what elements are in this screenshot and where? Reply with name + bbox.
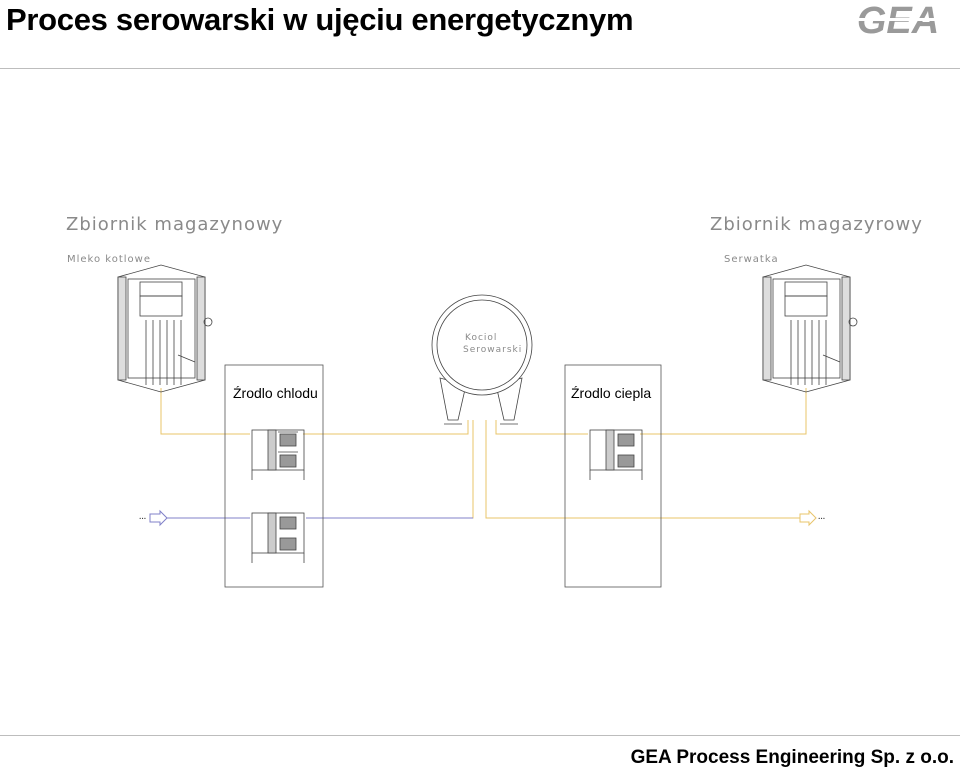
heat-source-box <box>564 364 662 588</box>
kettle-label-line1: Kociol <box>465 333 497 343</box>
inlet-arrow: ••• <box>139 509 168 527</box>
tank-right-sublabel: Serwatka <box>724 254 779 265</box>
warm-pipes <box>160 388 807 519</box>
tank-left-heading: Zbiornik magazynowy <box>66 214 283 235</box>
cold-exchanger-1 <box>251 429 305 480</box>
heat-source-label: Źrodlo ciepla <box>571 385 651 401</box>
svg-text:•••: ••• <box>139 516 146 521</box>
page-title: Proces serowarski w ujęciu energetycznym <box>6 2 634 37</box>
svg-text:•••: ••• <box>818 516 825 521</box>
tank-left <box>117 264 213 393</box>
gea-logo: GEA <box>844 2 952 38</box>
footer-divider <box>0 735 960 736</box>
outlet-arrow: ••• <box>799 509 825 527</box>
cold-source-box <box>224 364 324 588</box>
footer-company: GEA Process Engineering Sp. z o.o. <box>630 747 954 768</box>
tank-left-sublabel: Mleko kotlowe <box>67 254 151 265</box>
header-divider <box>0 68 960 69</box>
tank-right <box>762 264 858 393</box>
cold-source-label: Źrodlo chlodu <box>233 385 318 401</box>
tank-right-heading: Zbiornik magazyrowy <box>710 214 923 235</box>
cold-exchanger-2 <box>251 512 305 563</box>
kettle-label-line2: Serowarski <box>463 345 522 355</box>
kettle <box>431 294 533 425</box>
heat-exchanger <box>589 429 643 480</box>
